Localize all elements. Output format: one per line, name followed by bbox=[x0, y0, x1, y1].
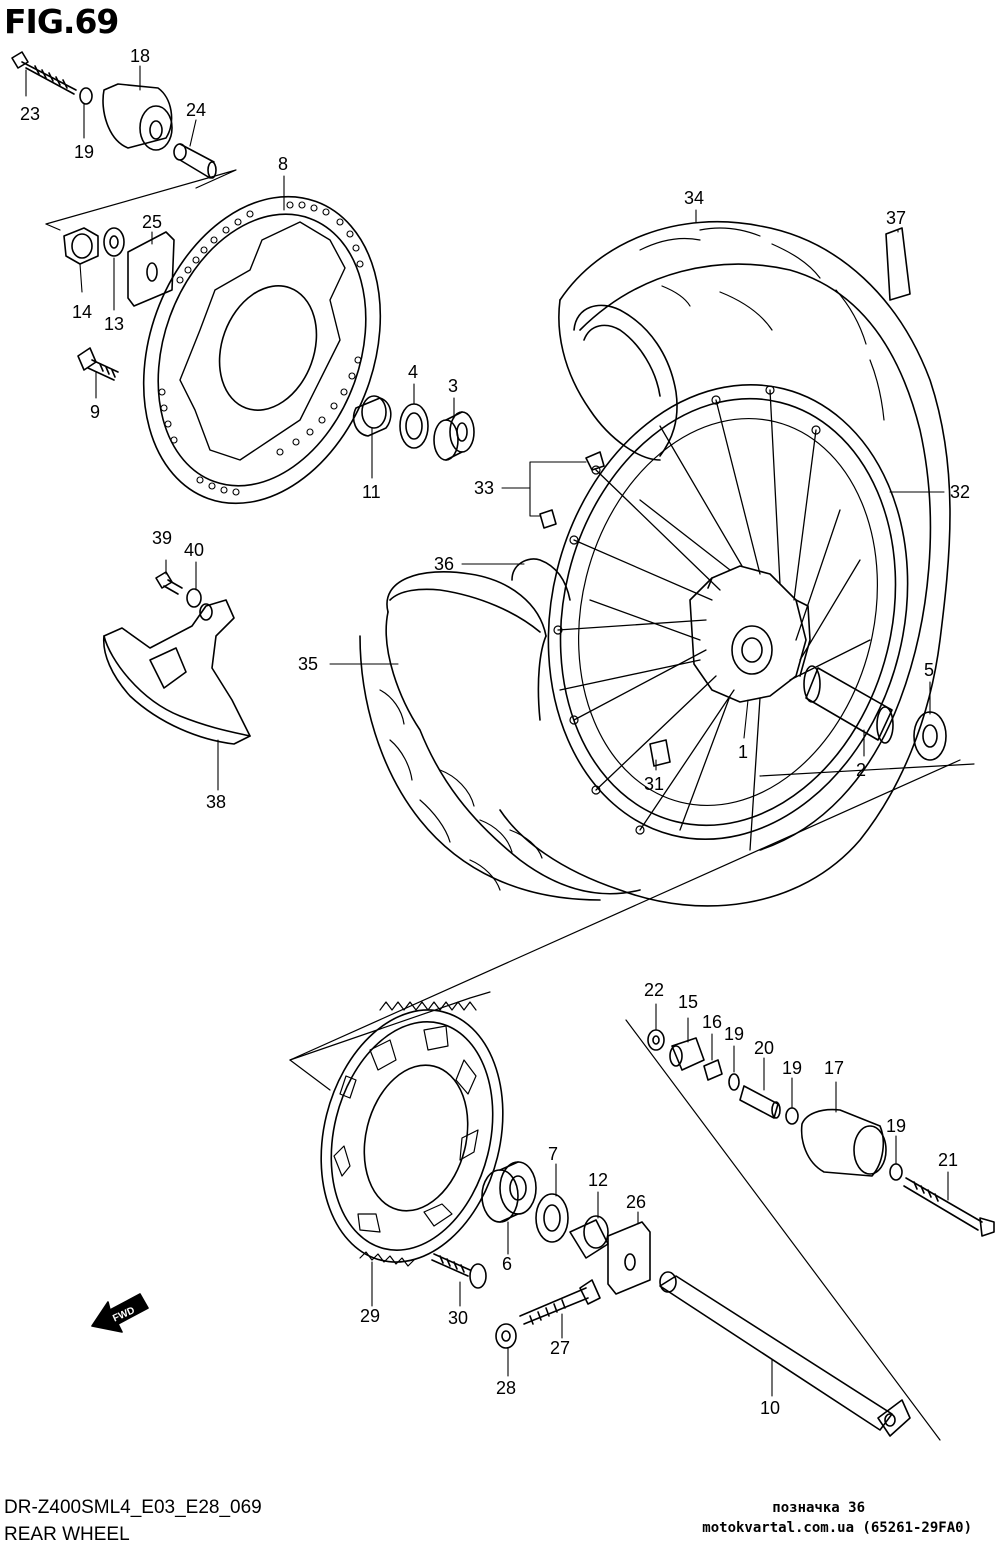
callout-35: 35 bbox=[298, 654, 318, 674]
callout-40: 40 bbox=[184, 540, 204, 560]
callout-17: 17 bbox=[824, 1058, 844, 1078]
part-37-valve-cap bbox=[885, 227, 911, 301]
part-26-adjuster-plate bbox=[607, 1221, 651, 1295]
callout-25: 25 bbox=[142, 212, 162, 232]
part-19-washer bbox=[889, 1163, 903, 1181]
part-29-sprocket bbox=[320, 1001, 504, 1267]
part-24-spacer bbox=[173, 143, 217, 179]
part-12-spacer bbox=[569, 1215, 609, 1259]
callout-24: 24 bbox=[186, 100, 206, 120]
assembly-guide-lines bbox=[45, 169, 975, 1441]
callout-19: 19 bbox=[74, 142, 94, 162]
part-16-bushing bbox=[703, 1059, 723, 1081]
part-5-bearing bbox=[913, 711, 947, 761]
part-20-spacer bbox=[739, 1085, 781, 1119]
callout-39: 39 bbox=[152, 528, 172, 548]
part-4-oil-seal bbox=[399, 403, 429, 449]
part-6-bearing bbox=[481, 1161, 537, 1223]
callout-36: 36 bbox=[434, 554, 454, 574]
figure-title: FIG.69 bbox=[4, 2, 119, 41]
footer-label: позначка 36 bbox=[772, 1500, 865, 1516]
callout-1: 1 bbox=[738, 742, 748, 762]
part-39-bolt bbox=[155, 571, 183, 595]
part-15-collar bbox=[669, 1037, 705, 1071]
part-7-oil-seal bbox=[535, 1193, 569, 1243]
callout-11: 11 bbox=[362, 482, 381, 502]
part-30-bolt bbox=[431, 1253, 487, 1289]
callout-21: 21 bbox=[938, 1150, 958, 1170]
callout-14: 14 bbox=[72, 302, 92, 322]
callout-8: 8 bbox=[278, 154, 288, 174]
part-14-nut bbox=[63, 227, 99, 265]
part-25-plate bbox=[127, 231, 175, 307]
part-13-washer bbox=[103, 227, 125, 257]
callout-22: 22 bbox=[644, 980, 664, 1000]
callout-6: 6 bbox=[502, 1254, 512, 1274]
model-code: DR-Z400SML4_E03_E28_069 bbox=[4, 1497, 262, 1518]
callout-28: 28 bbox=[496, 1378, 516, 1398]
callout-5: 5 bbox=[924, 660, 934, 680]
part-21-bolt bbox=[903, 1177, 995, 1237]
callout-numbers: 18 23 19 24 8 25 14 13 9 4 3 11 33 34 37… bbox=[20, 46, 970, 1418]
part-17-collar-cap bbox=[800, 1108, 887, 1177]
callout-23: 23 bbox=[20, 104, 40, 124]
part-38-disc-guard bbox=[102, 599, 251, 745]
callout-7: 7 bbox=[548, 1144, 558, 1164]
callout-15: 15 bbox=[678, 992, 698, 1012]
callout-29: 29 bbox=[360, 1306, 380, 1326]
callout-19: 19 bbox=[724, 1024, 744, 1044]
callout-20: 20 bbox=[754, 1038, 774, 1058]
callout-10: 10 bbox=[760, 1398, 780, 1418]
callout-19: 19 bbox=[782, 1058, 802, 1078]
fwd-arrow-icon bbox=[91, 1293, 149, 1333]
callout-32: 32 bbox=[950, 482, 970, 502]
part-36-tube-section bbox=[511, 558, 571, 601]
part-8-brake-disc bbox=[142, 195, 382, 505]
callout-27: 27 bbox=[550, 1338, 570, 1358]
callout-12: 12 bbox=[588, 1170, 608, 1190]
callout-13: 13 bbox=[104, 314, 124, 334]
part-11-spacer bbox=[352, 395, 392, 437]
callout-19: 19 bbox=[886, 1116, 906, 1136]
callout-18: 18 bbox=[130, 46, 150, 66]
part-35-tyre-section bbox=[359, 571, 641, 901]
part-27-bolt bbox=[519, 1279, 601, 1325]
callout-37: 37 bbox=[886, 208, 906, 228]
callout-16: 16 bbox=[702, 1012, 722, 1032]
part-19-washer bbox=[785, 1107, 799, 1125]
callout-leaders bbox=[25, 65, 949, 1397]
part-18-collar-cap bbox=[102, 83, 173, 151]
part-19-washer bbox=[728, 1073, 740, 1091]
part-23-bolt bbox=[11, 51, 77, 95]
callout-9: 9 bbox=[90, 402, 100, 422]
callout-4: 4 bbox=[408, 362, 418, 382]
footer-site-reference: motokvartal.com.ua (65261-29FA0) bbox=[702, 1520, 972, 1536]
part-19-washer bbox=[79, 87, 93, 105]
section-name: REAR WHEEL bbox=[4, 1524, 130, 1545]
part-10-axle bbox=[659, 1271, 911, 1437]
callout-2: 2 bbox=[856, 760, 866, 780]
callout-3: 3 bbox=[448, 376, 458, 396]
callout-26: 26 bbox=[626, 1192, 646, 1212]
callout-31: 31 bbox=[644, 774, 664, 794]
callout-34: 34 bbox=[684, 188, 704, 208]
callout-30: 30 bbox=[448, 1308, 468, 1328]
callout-33: 33 bbox=[474, 478, 494, 498]
callout-38: 38 bbox=[206, 792, 226, 812]
part-9-bolt bbox=[77, 347, 119, 381]
part-2-spacer bbox=[803, 665, 894, 744]
part-22-nut bbox=[647, 1029, 665, 1051]
part-28-nut bbox=[495, 1323, 517, 1349]
part-3-bearing bbox=[433, 411, 475, 461]
rear-wheel-assembly bbox=[499, 220, 951, 907]
part-40-washer bbox=[186, 588, 202, 608]
